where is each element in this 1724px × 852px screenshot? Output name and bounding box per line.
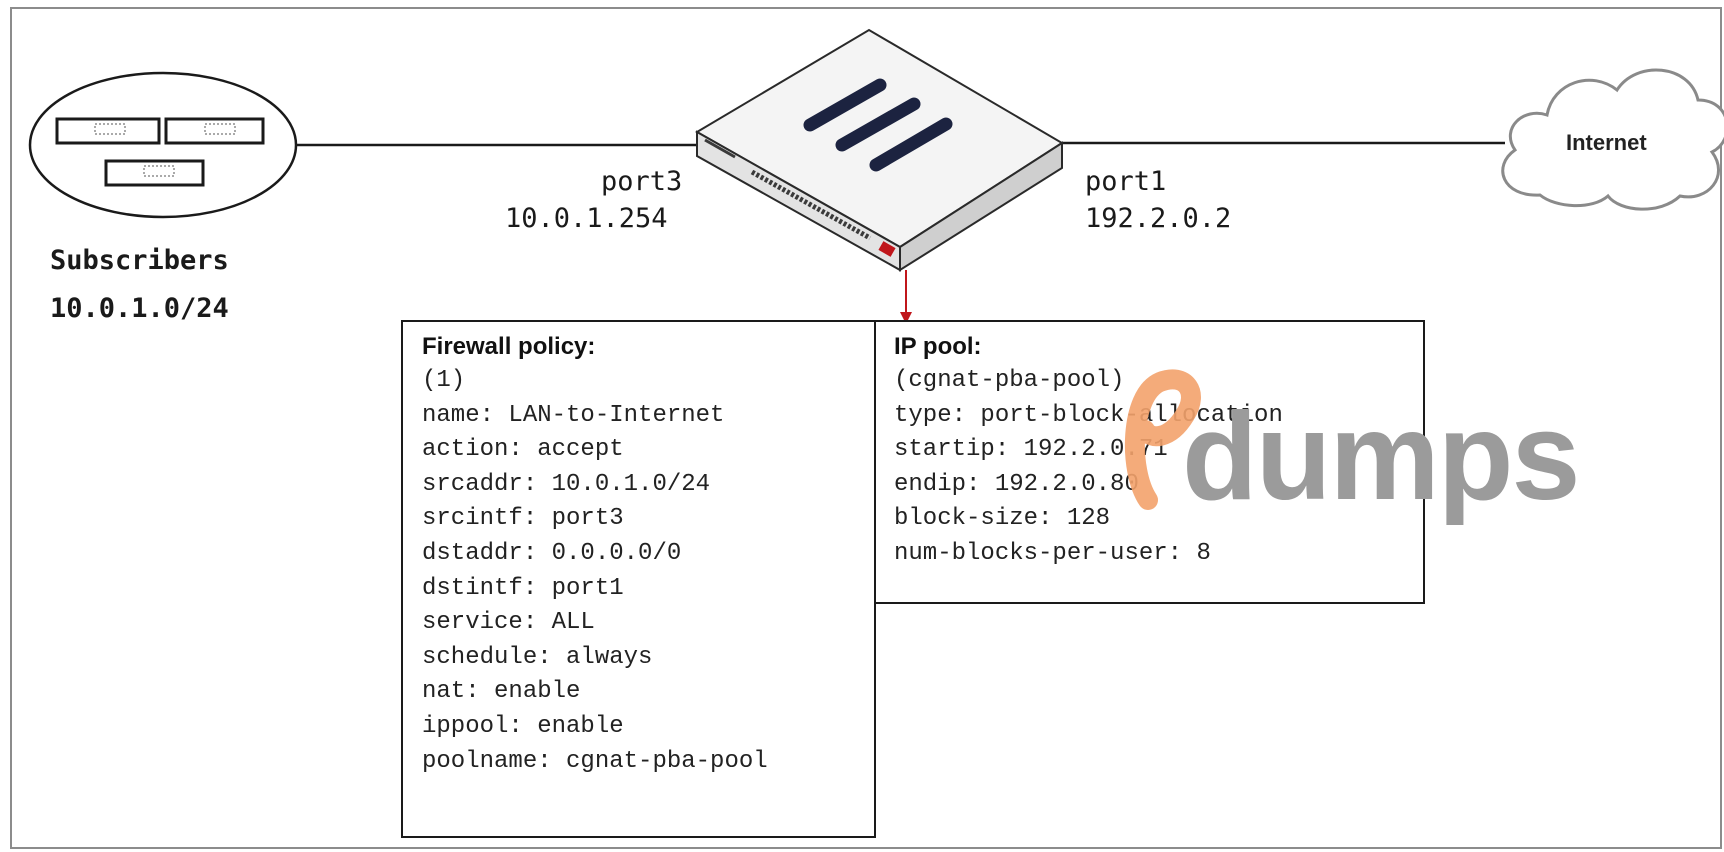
ip-pool-box: IP pool: (cgnat-pba-pool) type: port-blo… xyxy=(874,320,1425,604)
port1-ip: 192.2.0.2 xyxy=(1085,203,1232,234)
policy-line: schedule: always xyxy=(422,643,653,671)
internet-label: Internet xyxy=(1566,130,1647,155)
policy-line: action: accept xyxy=(422,436,624,464)
pool-line: type: port-block-allocation xyxy=(894,401,1283,429)
watermark-text: dumps xyxy=(1182,388,1580,526)
switch-icon xyxy=(104,159,205,187)
subscribers-subnet: 10.0.1.0/24 xyxy=(50,293,229,324)
attachment-arrow xyxy=(900,270,912,324)
firewall-policy-title: Firewall policy: xyxy=(422,333,596,360)
ip-pool-title: IP pool: xyxy=(894,333,982,360)
policy-line: srcaddr: 10.0.1.0/24 xyxy=(422,470,711,498)
switch-icon xyxy=(55,117,161,145)
policy-line: nat: enable xyxy=(422,678,581,706)
subscribers-title: Subscribers xyxy=(50,245,229,276)
policy-line: name: LAN-to-Internet xyxy=(422,401,725,429)
firewall-policy-box: Firewall policy: (1) name: LAN-to-Intern… xyxy=(401,320,876,838)
subscribers-icon xyxy=(28,71,298,219)
policy-line: service: ALL xyxy=(422,609,595,637)
pool-line: block-size: 128 xyxy=(894,505,1111,533)
pool-line: (cgnat-pba-pool) xyxy=(894,367,1125,394)
pool-line: num-blocks-per-user: 8 xyxy=(894,539,1211,567)
policy-line: poolname: cgnat-pba-pool xyxy=(422,747,768,775)
switch-icon xyxy=(164,117,265,145)
port1-name: port1 xyxy=(1085,166,1167,197)
internet-cloud-icon xyxy=(1501,68,1724,211)
policy-line: ippool: enable xyxy=(422,712,624,740)
firewall-device-icon xyxy=(695,28,1064,272)
policy-line: (1) xyxy=(422,367,466,394)
policy-line: srcintf: port3 xyxy=(422,505,624,533)
policy-line: dstaddr: 0.0.0.0/0 xyxy=(422,539,682,567)
pool-line: endip: 192.2.0.80 xyxy=(894,470,1139,498)
pool-line: startip: 192.2.0.71 xyxy=(894,436,1168,464)
port3-name: port3 xyxy=(601,166,683,197)
port3-ip: 10.0.1.254 xyxy=(505,203,668,234)
policy-line: dstintf: port1 xyxy=(422,574,624,602)
